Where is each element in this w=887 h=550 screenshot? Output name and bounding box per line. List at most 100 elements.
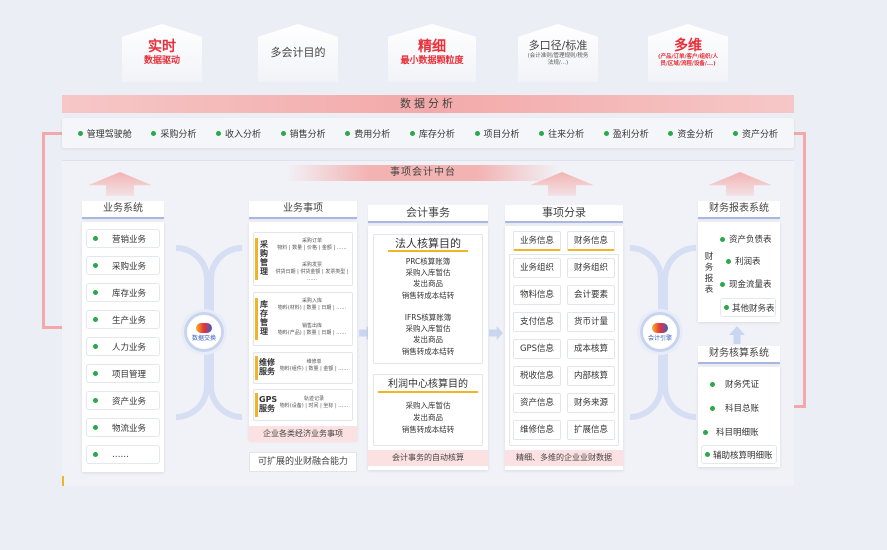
bullet-icon [726, 258, 731, 264]
analysis-item[interactable]: 资产分析 [733, 127, 778, 140]
business-info-cell: 资产信息 [513, 393, 561, 413]
report-item[interactable]: 资产负债表 [720, 233, 772, 245]
finance-info-cell: 财务组织 [567, 258, 615, 278]
accounting-events-footer: 会计事务的自动核算 [368, 450, 488, 466]
bullet-icon [93, 344, 98, 349]
analysis-item[interactable]: 收入分析 [216, 127, 261, 140]
report-item[interactable]: 现金流量表 [720, 278, 772, 290]
hex-multi-dimension: 多维 (产品/订单/客户/组织/人员/区域/流程/设备/...) [648, 24, 728, 82]
bullet-icon [474, 130, 480, 136]
accounting-item-aux[interactable]: 辅助核算明细账 [701, 445, 777, 464]
business-item[interactable]: 营销业务 [86, 229, 160, 248]
bullet-icon [77, 130, 83, 136]
finance-info-cell: 扩展信息 [567, 420, 615, 440]
group-marker [255, 356, 258, 380]
group-marker [255, 393, 258, 417]
flow-curve-left-out-top [208, 245, 242, 315]
extension-capability: 可扩展的业财融合能力 [249, 452, 357, 472]
bullet-icon [93, 290, 98, 295]
business-info-cell: 维修信息 [513, 420, 561, 440]
bullet-icon [93, 317, 98, 322]
business-info-cell: 支付信息 [513, 312, 561, 332]
profit-center-title: 利润中心核算目的 [378, 377, 478, 393]
bullet-icon [705, 452, 710, 457]
analysis-item[interactable]: 资金分析 [668, 127, 713, 140]
analysis-item[interactable]: 销售分析 [280, 127, 326, 140]
data-exchange-hub: 数据交换 [184, 312, 224, 352]
bullet-icon [93, 263, 98, 268]
group-marker [255, 298, 258, 340]
engine-icon [652, 322, 668, 333]
group-marker [255, 238, 258, 280]
event-entry-fields: 物料 | 数量 | 价格 | 金额 | …… [277, 245, 347, 251]
business-item[interactable]: 生产业务 [86, 310, 160, 329]
analysis-item[interactable]: 费用分析 [345, 127, 390, 140]
business-item[interactable]: 人力业务 [86, 337, 160, 356]
analysis-item[interactable]: 库存分析 [409, 127, 455, 140]
accounting-engine-hub: 会计引擎 [640, 312, 680, 352]
data-analysis-row: 管理驾驶舱 采购分析 收入分析 销售分析 费用分析 库存分析 项目分析 往来分析… [62, 118, 794, 148]
business-item[interactable]: 资产业务 [86, 391, 160, 410]
finance-info-cell: 货币计量 [567, 312, 615, 332]
bullet-icon [724, 305, 729, 310]
business-item[interactable]: 采购业务 [86, 256, 160, 275]
financial-report-title: 财务报表系统 [698, 201, 780, 219]
bullet-icon [93, 398, 98, 403]
accounting-item[interactable]: 财务凭证 [710, 378, 759, 390]
business-info-header: 业务信息 [513, 231, 561, 251]
business-system-title: 业务系统 [82, 201, 164, 219]
event-entry-name: 轨迹记录 [303, 396, 324, 402]
loop-line-left [42, 132, 45, 328]
business-info-cell: 业务组织 [513, 258, 561, 278]
analysis-item[interactable]: 采购分析 [151, 127, 196, 140]
group-label: 库存管理 [260, 300, 268, 336]
analysis-item[interactable]: 盈利分析 [603, 127, 649, 140]
analysis-item[interactable]: 项目分析 [474, 127, 520, 140]
accounting-item[interactable]: 科目明细账 [703, 426, 759, 438]
bullet-icon [603, 130, 609, 136]
event-entry-fields: 物料(组件) | 数量 | 金额 | …… [279, 366, 349, 372]
bullet-icon [93, 371, 98, 376]
group-label: 采购管理 [260, 240, 268, 276]
data-analysis-title: 数据分析 [62, 95, 794, 113]
accounting-events-title: 会计事务 [368, 205, 488, 223]
event-entry-name: 采购发票 [301, 262, 322, 268]
group-label: GPS服务 [259, 395, 278, 413]
legal-purpose-box [373, 234, 483, 364]
flow-curve-right-out-top [662, 245, 696, 315]
accounting-item[interactable]: 科目总账 [710, 402, 759, 414]
event-group-purchase [253, 232, 353, 286]
business-events-title: 业务事项 [249, 201, 357, 219]
bullet-icon [93, 425, 98, 430]
business-item[interactable]: 物流业务 [86, 418, 160, 437]
hex-realtime: 实时 数据驱动 [122, 24, 202, 82]
finance-info-cell: 会计要素 [567, 285, 615, 305]
bullet-icon [93, 452, 98, 457]
event-entry-name: 销售出库 [301, 323, 322, 329]
arrow-right-icon [489, 326, 503, 340]
bullet-icon [720, 281, 725, 287]
bullet-icon [668, 130, 674, 136]
finance-info-cell: 内部核算 [567, 366, 615, 386]
bullet-icon [720, 236, 725, 242]
event-entry-name: 采购入库 [301, 298, 322, 304]
bullet-icon [345, 130, 351, 136]
finance-info-header: 财务信息 [567, 231, 615, 251]
business-info-cell: 物料信息 [513, 285, 561, 305]
bullet-icon [216, 130, 222, 136]
legal-purpose-title: 法人核算目的 [388, 236, 468, 252]
report-item[interactable]: 利润表 [726, 255, 761, 267]
hex-multi-standard: 多口径/标准 (会计准则/管理规则/税务法规/...) [518, 24, 598, 82]
bullet-icon [710, 405, 715, 411]
report-item-other[interactable]: 其他财务表 [720, 298, 776, 317]
bullet-icon [93, 236, 98, 241]
business-item[interactable]: 库存业务 [86, 283, 160, 302]
hex-fine: 精细 最小数据颗粒度 [388, 24, 476, 82]
analysis-item[interactable]: 管理驾驶舱 [77, 127, 132, 140]
business-item[interactable]: 项目管理 [86, 364, 160, 383]
business-item[interactable]: …… [86, 445, 160, 464]
loop-line-right-top [794, 132, 806, 135]
analysis-item[interactable]: 往来分析 [539, 127, 584, 140]
bullet-icon [733, 130, 739, 136]
bullet-icon [710, 381, 715, 387]
